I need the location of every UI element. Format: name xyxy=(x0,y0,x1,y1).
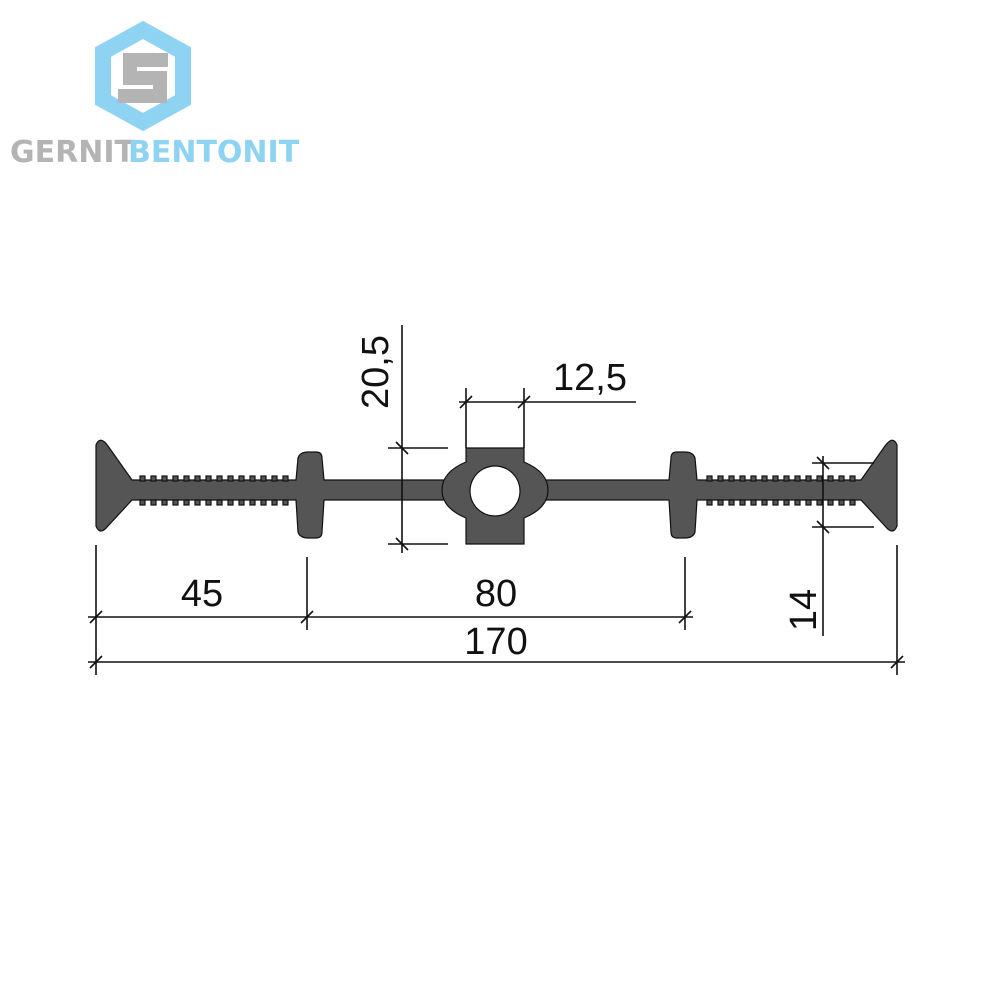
profile-serration-tooth xyxy=(238,475,245,482)
profile-serration-tooth xyxy=(271,499,278,506)
profile-serration-tooth xyxy=(205,475,212,482)
profile-serration-tooth xyxy=(794,475,801,482)
dimension-label-14: 14 xyxy=(783,589,825,631)
profile-serration-tooth xyxy=(717,499,724,506)
profile-serration-tooth xyxy=(805,499,812,506)
profile-serration-tooth xyxy=(238,499,245,506)
profile-serration-tooth xyxy=(216,499,223,506)
profile-serration-tooth xyxy=(139,499,146,506)
profile-serration-tooth xyxy=(816,499,823,506)
dimension-label-80: 80 xyxy=(475,573,517,615)
profile-serration-tooth xyxy=(194,475,201,482)
profile-serration-tooth xyxy=(194,499,201,506)
profile-serration-tooth xyxy=(249,499,256,506)
profile-serration-tooth xyxy=(706,499,713,506)
profile-serration-tooth xyxy=(172,475,179,482)
profile-serration-tooth xyxy=(794,499,801,506)
profile-serration-tooth xyxy=(739,499,746,506)
profile-serration-tooth xyxy=(249,475,256,482)
profile-serration-tooth xyxy=(150,499,157,506)
dimension-label-45: 45 xyxy=(181,573,223,615)
profile-serration-tooth xyxy=(838,499,845,506)
profile-serration-tooth xyxy=(750,499,757,506)
profile-serration-tooth xyxy=(183,475,190,482)
profile-serration-tooth xyxy=(227,475,234,482)
profile-ribs xyxy=(139,475,856,506)
brand-name-gernit: GERNIT xyxy=(10,135,135,170)
profile-serration-tooth xyxy=(761,499,768,506)
profile-serration-tooth xyxy=(260,499,267,506)
profile-serration-tooth xyxy=(827,499,834,506)
profile-serration-tooth xyxy=(728,499,735,506)
profile-serration-tooth xyxy=(827,475,834,482)
dimension-label-12-5: 12,5 xyxy=(553,357,627,399)
profile-serration-tooth xyxy=(761,475,768,482)
profile-serration-tooth xyxy=(227,499,234,506)
profile-serration-tooth xyxy=(783,499,790,506)
profile-right-flange xyxy=(542,439,898,539)
profile-serration-tooth xyxy=(150,475,157,482)
profile-serration-tooth xyxy=(772,475,779,482)
dimension-label-20-5: 20,5 xyxy=(355,335,397,409)
profile-serration-tooth xyxy=(772,499,779,506)
profile-serration-tooth xyxy=(783,475,790,482)
profile-serration-tooth xyxy=(161,475,168,482)
profile-serration-tooth xyxy=(216,475,223,482)
profile-serration-tooth xyxy=(271,475,278,482)
profile-serration-tooth xyxy=(728,475,735,482)
profile-serration-tooth xyxy=(205,499,212,506)
profile-left-flange xyxy=(95,439,451,539)
profile-serration-tooth xyxy=(739,475,746,482)
profile-serration-tooth xyxy=(816,475,823,482)
profile-serration-tooth xyxy=(282,499,289,506)
profile-serration-tooth xyxy=(717,475,724,482)
profile-central-bulb xyxy=(441,447,549,545)
profile-serration-tooth xyxy=(260,475,267,482)
hexagon-s-logo-icon xyxy=(95,20,191,132)
profile-serration-tooth xyxy=(805,475,812,482)
profile-serration-tooth xyxy=(750,475,757,482)
profile-serration-tooth xyxy=(172,499,179,506)
profile-serration-tooth xyxy=(183,499,190,506)
profile-serration-tooth xyxy=(849,475,856,482)
dimension-label-170: 170 xyxy=(464,621,527,663)
profile-serration-tooth xyxy=(838,475,845,482)
waterstop-profile xyxy=(95,439,898,545)
profile-serration-tooth xyxy=(849,499,856,506)
profile-serration-tooth xyxy=(706,475,713,482)
brand-logo: GERNIT BENTONIT xyxy=(10,20,300,170)
profile-serration-tooth xyxy=(161,499,168,506)
profile-serration-tooth xyxy=(282,475,289,482)
profile-serration-tooth xyxy=(139,475,146,482)
brand-name-bentonit: BENTONIT xyxy=(128,135,300,170)
dimension-lines xyxy=(88,325,905,675)
